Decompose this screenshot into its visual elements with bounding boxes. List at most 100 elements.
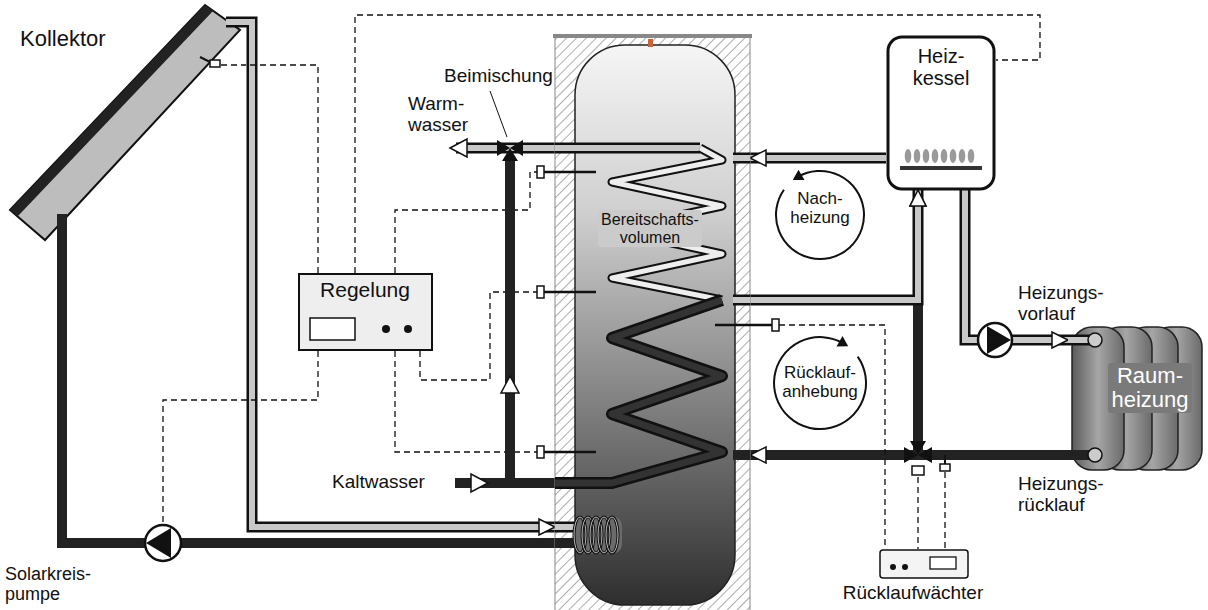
arrow-head: [750, 150, 766, 166]
illustration-part: [606, 517, 618, 553]
controller-box: Regelung: [298, 273, 433, 351]
illustration-part: [382, 325, 390, 333]
illustration-part: [555, 143, 700, 154]
illustration-part: [910, 441, 926, 455]
arrow-head: [539, 519, 555, 535]
illustration-part: [590, 517, 602, 553]
pipe-line: [750, 190, 918, 300]
pipe-connector: [750, 447, 1068, 463]
illustration-part: [555, 522, 576, 533]
illustration-part: [1068, 337, 1092, 343]
illustration-part: [733, 297, 750, 303]
pipe-label: Heizungs- vorlauf: [1018, 283, 1104, 325]
radiator: Raum- heizung: [1068, 325, 1205, 472]
illustration-part: [226, 17, 243, 28]
illustration-part: [776, 171, 864, 259]
pipe-label: Heizungs- rücklauf: [1018, 474, 1104, 516]
circulation-arrow: [774, 336, 866, 429]
illustration-part: [940, 464, 950, 471]
illustration-part: [505, 156, 515, 483]
illustration-part: [502, 148, 518, 161]
illustration-part: [555, 538, 576, 548]
illustration-part: [471, 474, 488, 492]
pipe-connector: [750, 190, 926, 300]
illustration-part: [968, 149, 975, 163]
illustration-part: [917, 477, 918, 549]
pipe-line: [395, 351, 555, 452]
illustration-part: [774, 337, 866, 429]
illustration-part: [930, 557, 956, 569]
illustration-part: [575, 45, 735, 605]
control-line: [750, 325, 885, 545]
control-line: [395, 172, 555, 273]
illustration-part: [404, 325, 412, 333]
illustration-part: [733, 450, 750, 460]
illustration-part: [733, 295, 750, 306]
illustration-part: [555, 35, 750, 610]
illustration-part: [299, 274, 432, 350]
illustration-part: [221, 64, 243, 65]
return-sensor: [940, 455, 950, 549]
illustration-part: [880, 550, 968, 578]
illustration-part: [497, 140, 510, 156]
illustration-part: [145, 525, 181, 561]
solar-collector-text: Kollektor: [20, 27, 106, 51]
mixing-valve: [490, 91, 523, 161]
illustration-part: [510, 140, 523, 156]
radiator-text: Raum- heizung: [1108, 363, 1191, 413]
illustration-part: [598, 517, 610, 553]
illustration-part: [553, 34, 752, 38]
illustration-part: [555, 300, 722, 483]
illustration-part: [10, 5, 213, 216]
solar-collector: Kollektor: [8, 5, 243, 245]
illustration-part: [932, 149, 939, 163]
illustration-part: [555, 145, 700, 151]
illustration-part: [555, 300, 722, 483]
pipe-line: [420, 292, 555, 380]
pipe-label: Warm- wasser: [408, 94, 468, 136]
illustration-part: [10, 5, 243, 245]
illustration-part: [793, 170, 805, 180]
illustration-part: [923, 149, 930, 163]
illustration-part: [733, 155, 750, 161]
illustration-part: [1088, 448, 1102, 462]
pipe-connector: [750, 150, 886, 166]
illustration-part: [544, 451, 596, 454]
illustration-part: [574, 516, 622, 554]
circuit-label: Nach- heizung: [790, 190, 850, 227]
pipe-line: [243, 22, 555, 527]
boiler-text: Heiz- kessel: [913, 45, 970, 89]
illustration-part: [537, 286, 544, 298]
pipe-connector: [243, 22, 555, 535]
illustration-part: [944, 455, 946, 465]
illustration-part: [537, 35, 779, 610]
illustration-part: [200, 57, 212, 63]
illustration-part: [914, 149, 921, 163]
illustration-part: [959, 149, 966, 163]
illustration-part: [606, 517, 618, 553]
illustration-part: [1068, 335, 1092, 346]
pipe-line: [395, 172, 555, 273]
return-monitor: Rücklaufwächter: [818, 545, 1008, 608]
pipe-line: [243, 22, 555, 527]
pipe-line: [750, 325, 885, 545]
pipe-line: [750, 155, 886, 161]
illustration-part: [912, 466, 924, 475]
solar-pump: Solarkreis- pumpe: [2, 522, 182, 608]
pipe-line: [243, 65, 318, 273]
warm-water-pipe: [450, 139, 555, 157]
boiler: Heiz- kessel: [886, 35, 996, 190]
pipe-line: [750, 190, 918, 300]
pipe-line: [750, 153, 886, 164]
pipe-connector: [181, 543, 555, 544]
illustration-part: [904, 447, 918, 463]
illustration-part: [544, 171, 596, 174]
control-line: [395, 351, 555, 452]
illustration-part: [888, 37, 994, 189]
illustration-part: [890, 564, 896, 570]
pipe-connector: [62, 245, 145, 543]
illustration-part: [544, 291, 596, 294]
illustration-part: [950, 149, 957, 163]
return-monitor-text: Rücklaufwächter: [843, 583, 983, 604]
